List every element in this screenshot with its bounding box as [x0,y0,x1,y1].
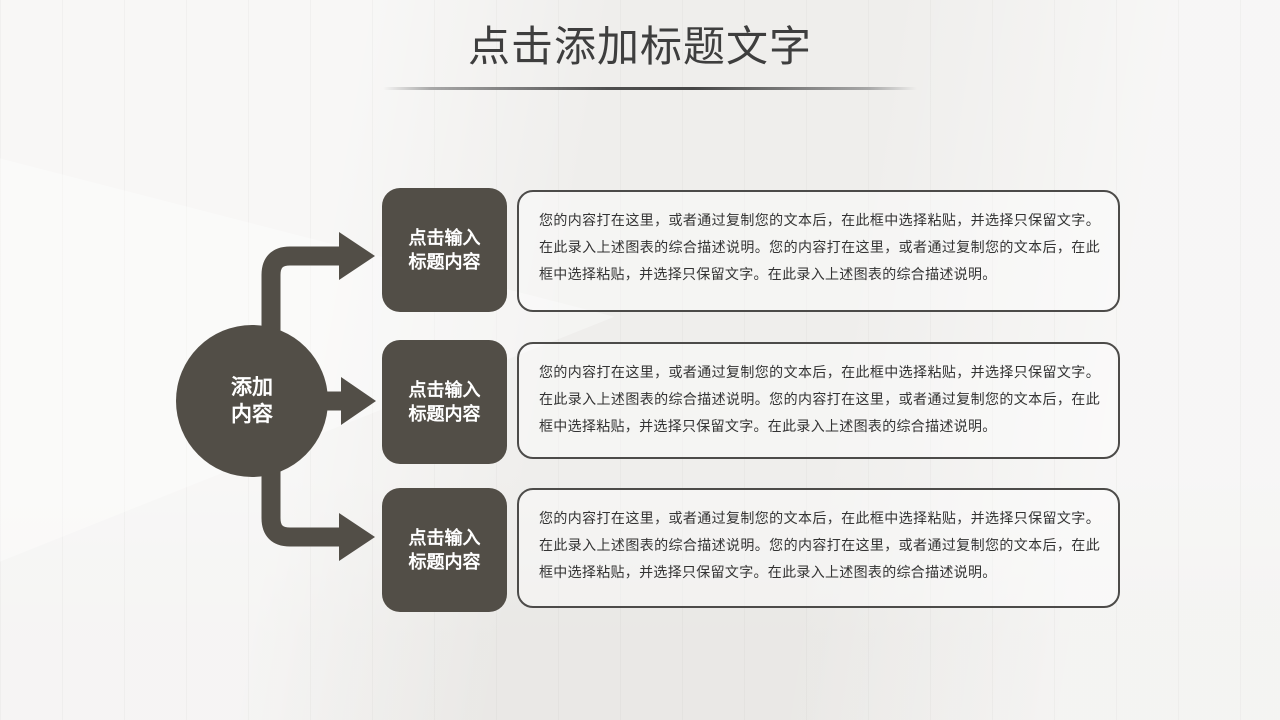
row-title-label: 点击输入 标题内容 [408,228,481,272]
row-description-text: 您的内容打在这里，或者通过复制您的文本后，在此框中选择粘贴，并选择只保留文字。在… [539,364,1100,434]
row-description-box[interactable]: 您的内容打在这里，或者通过复制您的文本后，在此框中选择粘贴，并选择只保留文字。在… [517,488,1120,608]
row-description-box[interactable]: 您的内容打在这里，或者通过复制您的文本后，在此框中选择粘贴，并选择只保留文字。在… [517,342,1120,459]
row-description-box[interactable]: 您的内容打在这里，或者通过复制您的文本后，在此框中选择粘贴，并选择只保留文字。在… [517,190,1120,312]
slide-title-placeholder[interactable]: 点击添加标题文字 [467,23,812,70]
arrow-top-stem [261,246,341,352]
row-title-box[interactable]: 点击输入 标题内容 [382,488,507,612]
row-description-text: 您的内容打在这里，或者通过复制您的文本后，在此框中选择粘贴，并选择只保留文字。在… [539,212,1100,282]
hub-circle[interactable] [176,325,328,477]
row-title-label: 点击输入 标题内容 [408,380,481,424]
arrow-top-head [339,232,375,280]
row-title-box[interactable]: 点击输入 标题内容 [382,340,507,464]
arrow-bottom-head [339,513,375,561]
arrow-bottom-stem [261,450,341,547]
title-divider [383,87,917,90]
row-description-text: 您的内容打在这里，或者通过复制您的文本后，在此框中选择粘贴，并选择只保留文字。在… [539,510,1100,580]
arrow-middle-head [341,377,376,425]
row-title-box[interactable]: 点击输入 标题内容 [382,188,507,312]
row-title-label: 点击输入 标题内容 [408,528,481,572]
